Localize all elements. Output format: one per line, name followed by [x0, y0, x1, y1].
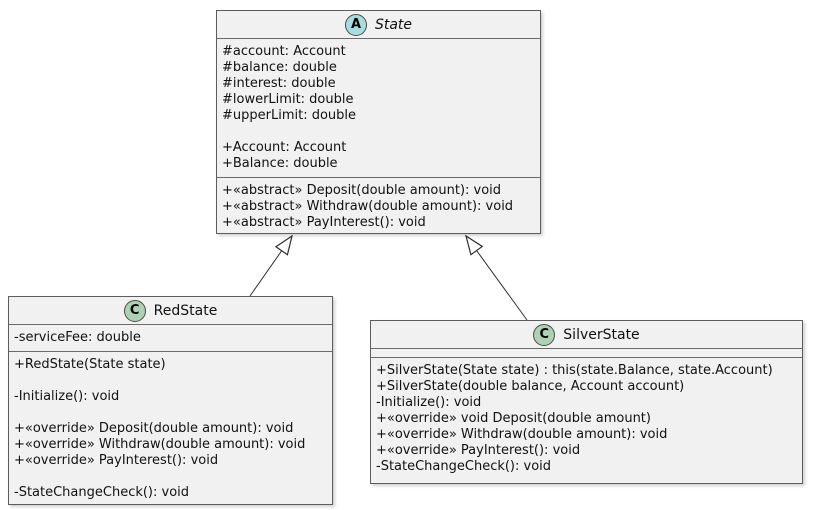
member-row: +«override» PayInterest(): void	[376, 443, 581, 458]
class-redstate-header: C RedState	[9, 297, 332, 324]
member-row: #upperLimit: double	[222, 108, 357, 123]
member-row: +«abstract» Deposit(double amount): void	[222, 183, 502, 198]
member-row: -StateChangeCheck(): void	[376, 459, 552, 474]
class-redstate-attributes: -serviceFee: double	[9, 324, 332, 351]
class-silverstate-header: C SilverState	[371, 321, 802, 348]
member-row: +«abstract» PayInterest(): void	[222, 215, 426, 230]
member-row: +Account: Account	[222, 140, 347, 155]
class-state-methods: +«abstract» Deposit(double amount): void…	[217, 177, 540, 233]
generalization-arrow-silverstate-to-state	[465, 234, 528, 321]
generalization-arrow-redstate-to-state	[249, 234, 293, 297]
member-row: +«override» Withdraw(double amount): voi…	[376, 427, 668, 442]
member-row: +Balance: double	[222, 156, 338, 171]
member-row: -Initialize(): void	[14, 389, 120, 404]
member-row: +«override» void Deposit(double amount)	[376, 411, 651, 426]
class-state-title: State	[374, 16, 413, 33]
member-row: +SilverState(double balance, Account acc…	[376, 379, 685, 394]
class-box-state: A State #account: Account#balance: doubl…	[216, 10, 541, 234]
class-state-header: A State	[217, 11, 540, 38]
member-row: -Initialize(): void	[376, 395, 482, 410]
member-row: #account: Account	[222, 44, 346, 59]
member-row: #interest: double	[222, 76, 336, 91]
class-box-redstate: C RedState -serviceFee: double +RedState…	[8, 296, 333, 505]
class-state-attributes: #account: Account#balance: double#intere…	[217, 38, 540, 177]
class-redstate-methods: +RedState(State state) -Initialize(): vo…	[9, 351, 332, 504]
member-row: -serviceFee: double	[14, 330, 141, 345]
class-silverstate-methods: +SilverState(State state) : this(state.B…	[371, 357, 802, 483]
member-row: +RedState(State state)	[14, 357, 166, 372]
class-icon: C	[123, 299, 146, 322]
member-row: #balance: double	[222, 60, 337, 75]
class-silverstate-title: SilverState	[563, 326, 640, 343]
member-row: -StateChangeCheck(): void	[14, 485, 190, 500]
abstract-class-icon: A	[344, 13, 367, 36]
class-redstate-title: RedState	[153, 302, 218, 319]
member-row: +«abstract» Withdraw(double amount): voi…	[222, 199, 514, 214]
member-row: +«override» PayInterest(): void	[14, 453, 219, 468]
class-box-silverstate: C SilverState +SilverState(State state) …	[370, 320, 803, 484]
member-row	[222, 124, 534, 140]
class-icon: C	[533, 323, 556, 346]
member-row: #lowerLimit: double	[222, 92, 354, 107]
member-row	[14, 405, 326, 421]
class-silverstate-attributes	[371, 348, 802, 357]
member-row	[14, 469, 326, 485]
member-row	[14, 373, 326, 389]
member-row: +«override» Withdraw(double amount): voi…	[14, 437, 306, 452]
member-row: +«override» Deposit(double amount): void	[14, 421, 294, 436]
member-row: +SilverState(State state) : this(state.B…	[376, 363, 773, 378]
